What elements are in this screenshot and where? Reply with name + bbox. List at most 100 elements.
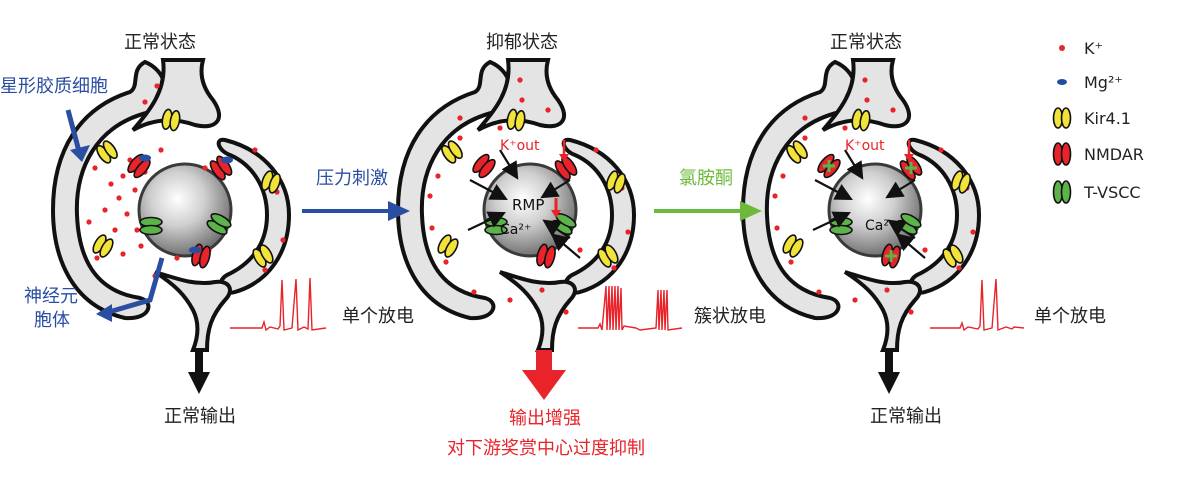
k-ion-dot [864, 97, 870, 103]
k-ion-dot [788, 259, 794, 265]
k-ion-dot [457, 135, 463, 141]
neuron-body-arrowhead-icon [96, 304, 112, 322]
k-ion-dot [780, 173, 786, 179]
ion-flux-arrow-icon [550, 233, 581, 259]
panel-2-title: 抑郁状态 [486, 32, 558, 53]
mg-ion-block-icon [221, 156, 233, 164]
panel-2-output-label: 输出增强 [509, 408, 581, 429]
k-ion-dot [138, 243, 144, 249]
panel-2-output-sublabel: 对下游奖赏中心过度抑制 [447, 438, 645, 459]
k-ion-dot [429, 225, 435, 231]
legend-label-1: Mg²⁺ [1084, 73, 1123, 92]
k-out-arrowhead-icon [559, 154, 569, 162]
axon-hillock [498, 270, 577, 352]
ca-label: Ca²⁺ [500, 222, 531, 238]
k-out-label: K⁺out [500, 138, 540, 154]
k-ion-dot [158, 147, 164, 153]
left-astrocyte-process [50, 59, 167, 321]
panel-3-output-label: 正常输出 [870, 406, 942, 427]
k-ion-dot-icon [1059, 45, 1065, 51]
single-spike-trace-1 [230, 277, 327, 332]
k-out-label: K⁺out [845, 138, 885, 154]
ca-label: Ca²⁺ [865, 218, 896, 234]
k-ion-dot [443, 259, 449, 265]
k-ion-dot [802, 135, 808, 141]
k-ion-dot [108, 181, 114, 187]
k-ion-dot [611, 265, 617, 271]
panel-3-firing-label: 单个放电 [1034, 306, 1106, 327]
k-ion-dot [94, 255, 100, 261]
legend-label-3: NMDAR [1084, 145, 1144, 164]
k-ion-dot [625, 229, 631, 235]
output-arrowhead-icon [878, 372, 900, 394]
ion-flux-arrow-icon [812, 211, 851, 231]
k-ion-dot [102, 207, 108, 213]
left-astrocyte-process [395, 59, 512, 321]
kir41-channel-icon [89, 232, 117, 260]
legend-label-0: K⁺ [1084, 39, 1103, 58]
k-ion-dot [774, 225, 780, 231]
ion-flux-arrow-icon [814, 179, 853, 201]
k-ion-dot [132, 187, 138, 193]
k-ion-dot [884, 287, 890, 293]
axon-hillock [153, 270, 232, 352]
rmp-label: RMP [512, 196, 544, 214]
panel-3-title: 正常状态 [830, 32, 902, 53]
enhanced-output-shaft [536, 350, 552, 372]
k-ion-dot [142, 99, 148, 105]
k-ion-dot [92, 165, 98, 171]
presynaptic-terminal [476, 58, 566, 132]
k-ion-dot [539, 287, 545, 293]
rmp-arrowhead-icon [551, 210, 561, 218]
ion-flux-arrow-icon [467, 211, 506, 231]
ketamine-arrowhead-icon [740, 201, 762, 221]
ion-flux-arrow-icon [499, 149, 519, 180]
panel-1-firing-label: 单个放电 [342, 306, 414, 327]
k-ion-dot [852, 297, 858, 303]
k-ion-dot [577, 247, 583, 253]
astrocyte-pointer-arrow [65, 109, 83, 156]
left-astrocyte-process [740, 59, 857, 321]
ion-flux-arrow-icon [469, 179, 508, 201]
k-ion-dot [802, 115, 808, 121]
stress-arrowhead-icon [388, 201, 410, 221]
k-ion-dot [116, 195, 122, 201]
k-ion-dot [970, 229, 976, 235]
astrocyte-label: 星形胶质细胞 [0, 76, 108, 97]
mg-ion-block-icon [189, 246, 201, 254]
ketamine-label: 氯胺酮 [679, 168, 733, 189]
k-ion-dot [519, 97, 525, 103]
panel-1-output-label: 正常输出 [164, 406, 236, 427]
k-ion-dot [120, 173, 126, 179]
nmdar-channel-icon [1052, 142, 1072, 166]
k-ion-dot [507, 297, 513, 303]
astrocyte-arrowhead-icon [70, 145, 90, 162]
k-ion-dot [938, 147, 944, 153]
k-ion-dot [471, 289, 477, 295]
k-ion-dot [772, 193, 778, 199]
output-shaft [195, 350, 203, 376]
kir41-channel-icon [434, 232, 462, 260]
output-shaft [885, 350, 893, 376]
k-ion-dot [457, 115, 463, 121]
tvscc-channel-icon [1052, 180, 1072, 204]
ion-flux-arrow-icon [540, 179, 571, 199]
burst-spike-trace [578, 285, 683, 331]
axon-hillock [843, 270, 922, 352]
presynaptic-terminal [821, 58, 911, 132]
neuron-soma [137, 162, 233, 258]
k-ion-dot [922, 247, 928, 253]
mg-ion-ellipse-icon [1057, 79, 1067, 85]
k-ion-dot [435, 173, 441, 179]
nmdar-channel-icon [469, 151, 499, 181]
k-ion-dot [842, 125, 848, 131]
neuron-body-label-line1: 神经元 [24, 286, 78, 307]
k-ion-dot [86, 219, 92, 225]
k-ion-dot [890, 107, 896, 113]
k-ion-dot [134, 227, 140, 233]
panel-2-firing-label: 簇状放电 [694, 306, 766, 327]
k-ion-dot [427, 193, 433, 199]
k-ion-dot [956, 265, 962, 271]
